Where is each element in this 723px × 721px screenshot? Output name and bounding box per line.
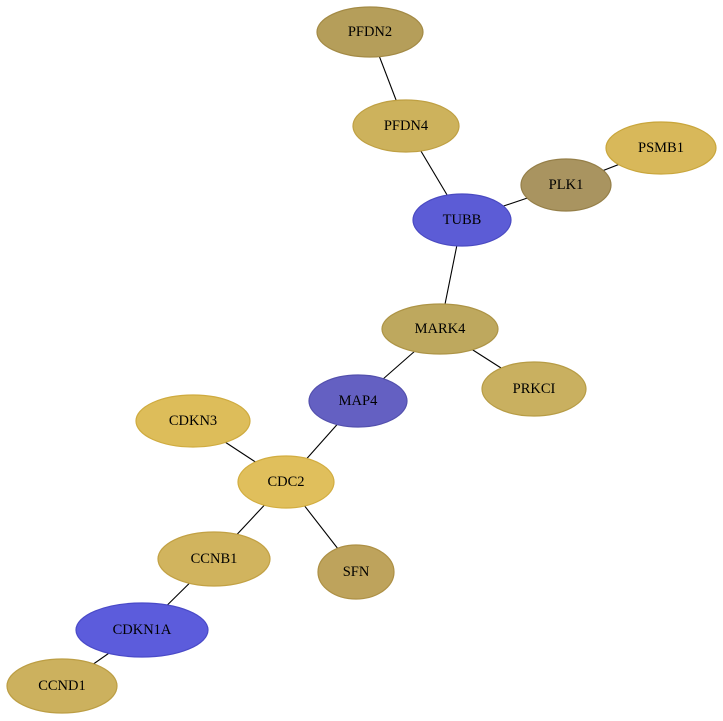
node-label: CCNB1	[191, 551, 238, 567]
node-ellipse	[412, 193, 512, 247]
node-ellipse	[316, 6, 424, 58]
node-pfdn4[interactable]: PFDN4	[352, 99, 460, 153]
node-label: PFDN2	[348, 24, 392, 40]
node-ellipse	[6, 658, 118, 714]
node-label: PSMB1	[638, 140, 684, 156]
node-label: SFN	[343, 564, 370, 580]
node-ccnb1[interactable]: CCNB1	[157, 531, 271, 587]
node-pfdn2[interactable]: PFDN2	[316, 6, 424, 58]
node-ellipse	[605, 121, 717, 175]
node-cdkn3[interactable]: CDKN3	[135, 394, 251, 448]
node-label: CDC2	[267, 474, 304, 490]
node-label: PRKCI	[513, 381, 556, 397]
node-plk1[interactable]: PLK1	[520, 158, 612, 212]
node-tubb[interactable]: TUBB	[412, 193, 512, 247]
node-label: CCND1	[38, 678, 86, 694]
node-ellipse	[317, 544, 395, 600]
node-ellipse	[75, 602, 209, 658]
node-ellipse	[520, 158, 612, 212]
node-cdkn1a[interactable]: CDKN1A	[75, 602, 209, 658]
node-label: TUBB	[443, 212, 482, 228]
node-ellipse	[135, 394, 251, 448]
node-label: CDKN3	[169, 413, 217, 429]
node-label: MAP4	[339, 393, 378, 409]
node-ccnd1[interactable]: CCND1	[6, 658, 118, 714]
node-label: CDKN1A	[113, 622, 172, 638]
node-ellipse	[481, 361, 587, 417]
node-ellipse	[237, 455, 335, 509]
node-map4[interactable]: MAP4	[308, 374, 408, 428]
node-label: PFDN4	[384, 118, 429, 134]
node-ellipse	[308, 374, 408, 428]
node-label: PLK1	[549, 177, 584, 193]
node-ellipse	[157, 531, 271, 587]
node-mark4[interactable]: MARK4	[381, 303, 499, 355]
node-ellipse	[352, 99, 460, 153]
node-psmb1[interactable]: PSMB1	[605, 121, 717, 175]
node-prkci[interactable]: PRKCI	[481, 361, 587, 417]
node-sfn[interactable]: SFN	[317, 544, 395, 600]
node-ellipse	[381, 303, 499, 355]
node-label: MARK4	[415, 321, 467, 337]
node-cdc2[interactable]: CDC2	[237, 455, 335, 509]
